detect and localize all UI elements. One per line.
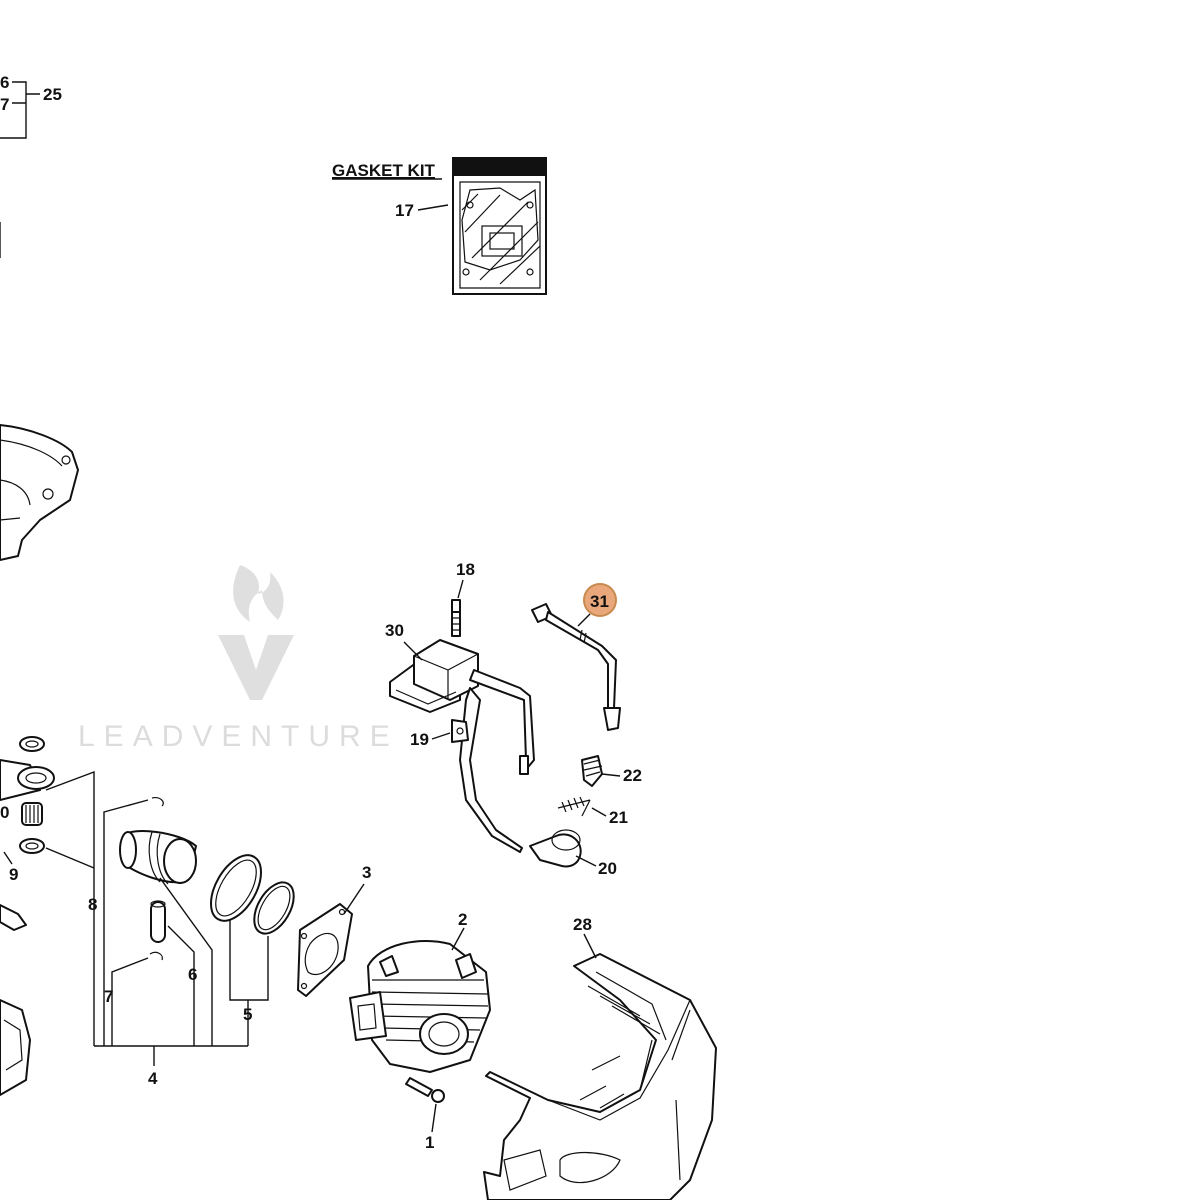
callout-20: 20	[598, 859, 617, 878]
callout-17: 17	[395, 201, 414, 220]
callout-2: 2	[458, 910, 467, 929]
callout-26: 6	[0, 73, 9, 92]
callout-5: 5	[243, 1005, 252, 1024]
callout-22: 22	[623, 766, 642, 785]
callout-19: 19	[410, 730, 429, 749]
callout-6: 6	[188, 965, 197, 984]
callout-27: 7	[0, 95, 9, 114]
callout-18: 18	[456, 560, 475, 579]
part-2-cylinder: 2 1	[349, 910, 491, 1152]
watermark-text: LEADVENTURE	[78, 720, 399, 753]
callout-7: 7	[104, 987, 113, 1006]
spark-plug-parts: 20 21 22	[529, 755, 642, 878]
callout-8: 8	[88, 895, 97, 914]
highlight-circle[interactable]	[583, 583, 617, 617]
gasket-kit: GASKET KIT 17	[332, 157, 547, 295]
callout-3: 3	[362, 863, 371, 882]
gasket-sheet-icon	[459, 181, 541, 289]
crankcase-partial	[0, 424, 79, 1096]
callout-4: 4	[148, 1069, 158, 1088]
callout-10: 0	[0, 803, 9, 822]
gasket-kit-title: GASKET KIT	[332, 161, 436, 180]
watermark-logo-icon	[218, 565, 294, 700]
ignition-module: 18 30 19	[385, 560, 535, 853]
callout-28: 28	[573, 915, 592, 934]
part-28-shroud: 28	[483, 915, 717, 1200]
part-31-lead[interactable]: 31	[531, 583, 621, 731]
callout-21: 21	[609, 808, 628, 827]
part-3-gasket: 3	[297, 863, 371, 997]
bearing-parts: 0 9	[0, 736, 55, 931]
piston-group: 8 6 7 5 4	[45, 770, 295, 1088]
callout-1: 1	[425, 1133, 434, 1152]
highlight-marker-31[interactable]: 31	[583, 583, 617, 617]
callout-9: 9	[9, 865, 18, 884]
callout-30: 30	[385, 621, 404, 640]
watermark: LEADVENTURE	[78, 565, 399, 753]
group-25: 6 7 25	[0, 73, 62, 258]
callout-31[interactable]: 31	[590, 592, 609, 611]
callout-25: 25	[43, 85, 62, 104]
